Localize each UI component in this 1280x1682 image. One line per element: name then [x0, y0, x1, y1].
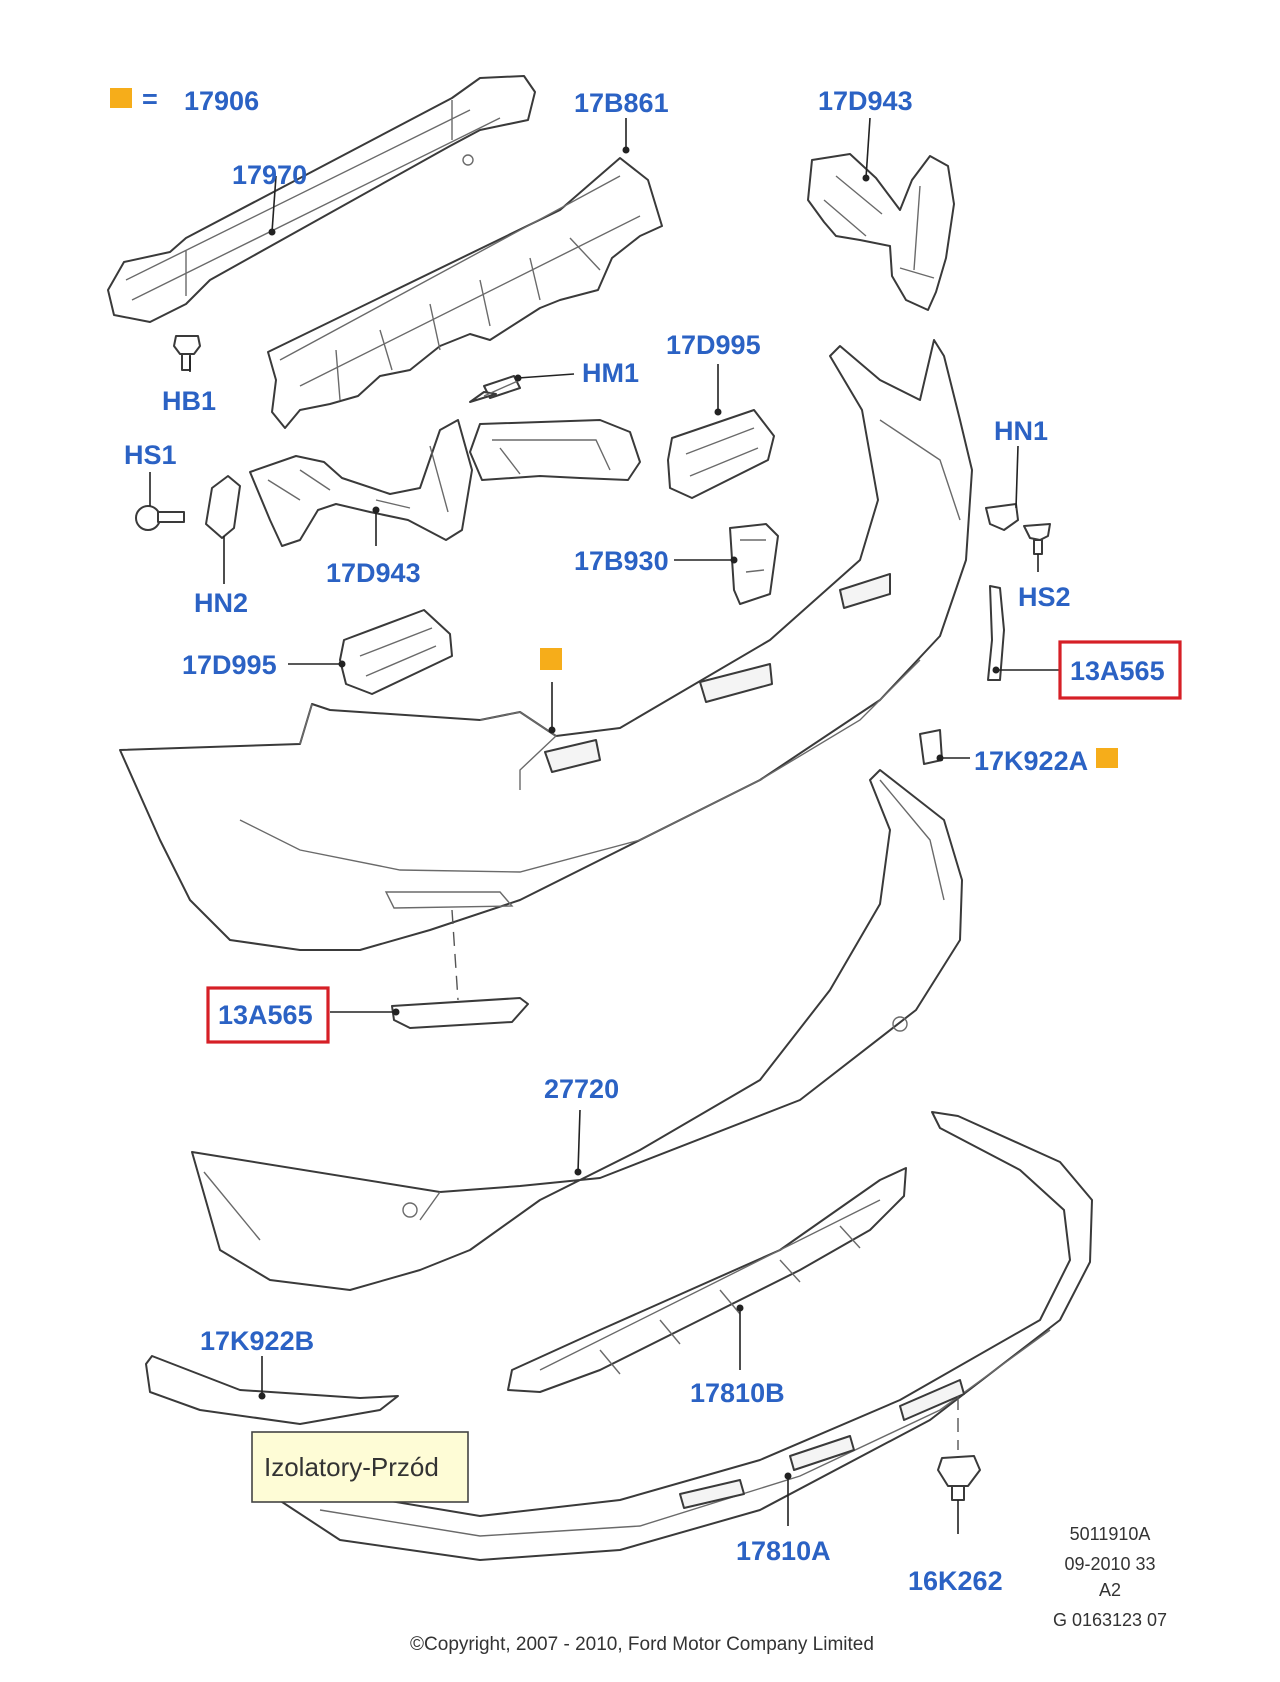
- part-diffuser: [275, 1111, 1093, 1561]
- callout-17d943-top: 17D943: [818, 86, 913, 116]
- callout-hs2: HS2: [1018, 582, 1071, 612]
- part-reflector-right: [987, 585, 1005, 681]
- parts-drawing: [107, 75, 1093, 1561]
- reference-line-4: G 0163123 07: [1053, 1610, 1167, 1630]
- part-clip-hn2: [205, 475, 241, 539]
- note-box: Izolatory-Przód: [251, 1431, 469, 1503]
- part-upper-absorber: [267, 157, 663, 429]
- note-text: Izolatory-Przód: [264, 1452, 439, 1482]
- callout-17k922a: 17K922A: [974, 746, 1088, 776]
- callout-labels: 17970 17B861 17D943 HB1 HM1 17D995 HN1 H…: [124, 86, 1165, 1596]
- legend-code: 17906: [184, 86, 259, 116]
- callout-17970: 17970: [232, 160, 307, 190]
- callout-17d995-top: 17D995: [666, 330, 761, 360]
- part-stud-hm1: [469, 375, 521, 403]
- legend-marker: [110, 88, 132, 108]
- callout-hn2: HN2: [194, 588, 248, 618]
- legend: = 17906: [110, 84, 259, 116]
- callout-17810b: 17810B: [690, 1378, 785, 1408]
- reference-line-2: 09-2010 33: [1064, 1554, 1155, 1574]
- part-strip-17k922b: [145, 1355, 399, 1425]
- callout-hm1: HM1: [582, 358, 639, 388]
- callout-17k922b: 17K922B: [200, 1326, 314, 1356]
- part-reinforcement-beam: [107, 75, 536, 323]
- part-bumper-cover: [119, 339, 973, 951]
- callout-13a565-left: 13A565: [218, 1000, 313, 1030]
- part-bracket-17b930: [729, 523, 779, 605]
- reference-line-1: 5011910A: [1070, 1524, 1151, 1544]
- alignment-line-left-reflector: [451, 909, 459, 1001]
- part-bracket-top-right: [807, 153, 955, 311]
- part-bolt-hb1: [173, 335, 201, 371]
- highlight-box-13a565-left: [206, 986, 330, 1044]
- part-lamp-housing: [469, 419, 641, 481]
- reference-line-3: A2: [1099, 1580, 1121, 1600]
- callout-17b930: 17B930: [574, 546, 669, 576]
- marker-17k922a: [1096, 748, 1118, 768]
- callout-13a565-right: 13A565: [1070, 656, 1165, 686]
- part-clip-hn1: [985, 503, 1019, 531]
- callout-hn1: HN1: [994, 416, 1048, 446]
- callout-17b861: 17B861: [574, 88, 669, 118]
- part-bracket-17d995-top: [667, 409, 775, 499]
- legend-equals: =: [142, 84, 158, 114]
- part-lower-bumper: [191, 769, 963, 1291]
- part-valance-insert: [507, 1167, 907, 1393]
- copyright-text: ©Copyright, 2007 - 2010, Ford Motor Comp…: [410, 1634, 874, 1655]
- part-bracket-17d943-mid: [249, 419, 473, 547]
- part-pin-hs2: [1023, 523, 1051, 555]
- callout-17d943-mid: 17D943: [326, 558, 421, 588]
- reference-block: 5011910A 09-2010 33 A2 G 0163123 07: [1053, 1524, 1167, 1630]
- part-bracket-17d995-left: [339, 609, 453, 695]
- callout-17810a: 17810A: [736, 1536, 831, 1566]
- callout-16k262: 16K262: [908, 1566, 1003, 1596]
- callout-hs1: HS1: [124, 440, 177, 470]
- part-bolt-hs1: [135, 505, 185, 531]
- leader-lines: [149, 117, 1060, 1534]
- callout-27720: 27720: [544, 1074, 619, 1104]
- callout-17d995-left: 17D995: [182, 650, 277, 680]
- highlight-box-13a565-right: [1058, 640, 1182, 700]
- callout-hb1: HB1: [162, 386, 216, 416]
- marker-bumper: [540, 648, 562, 670]
- part-pin-16k262: [937, 1455, 981, 1501]
- part-reflector-left: [391, 997, 529, 1029]
